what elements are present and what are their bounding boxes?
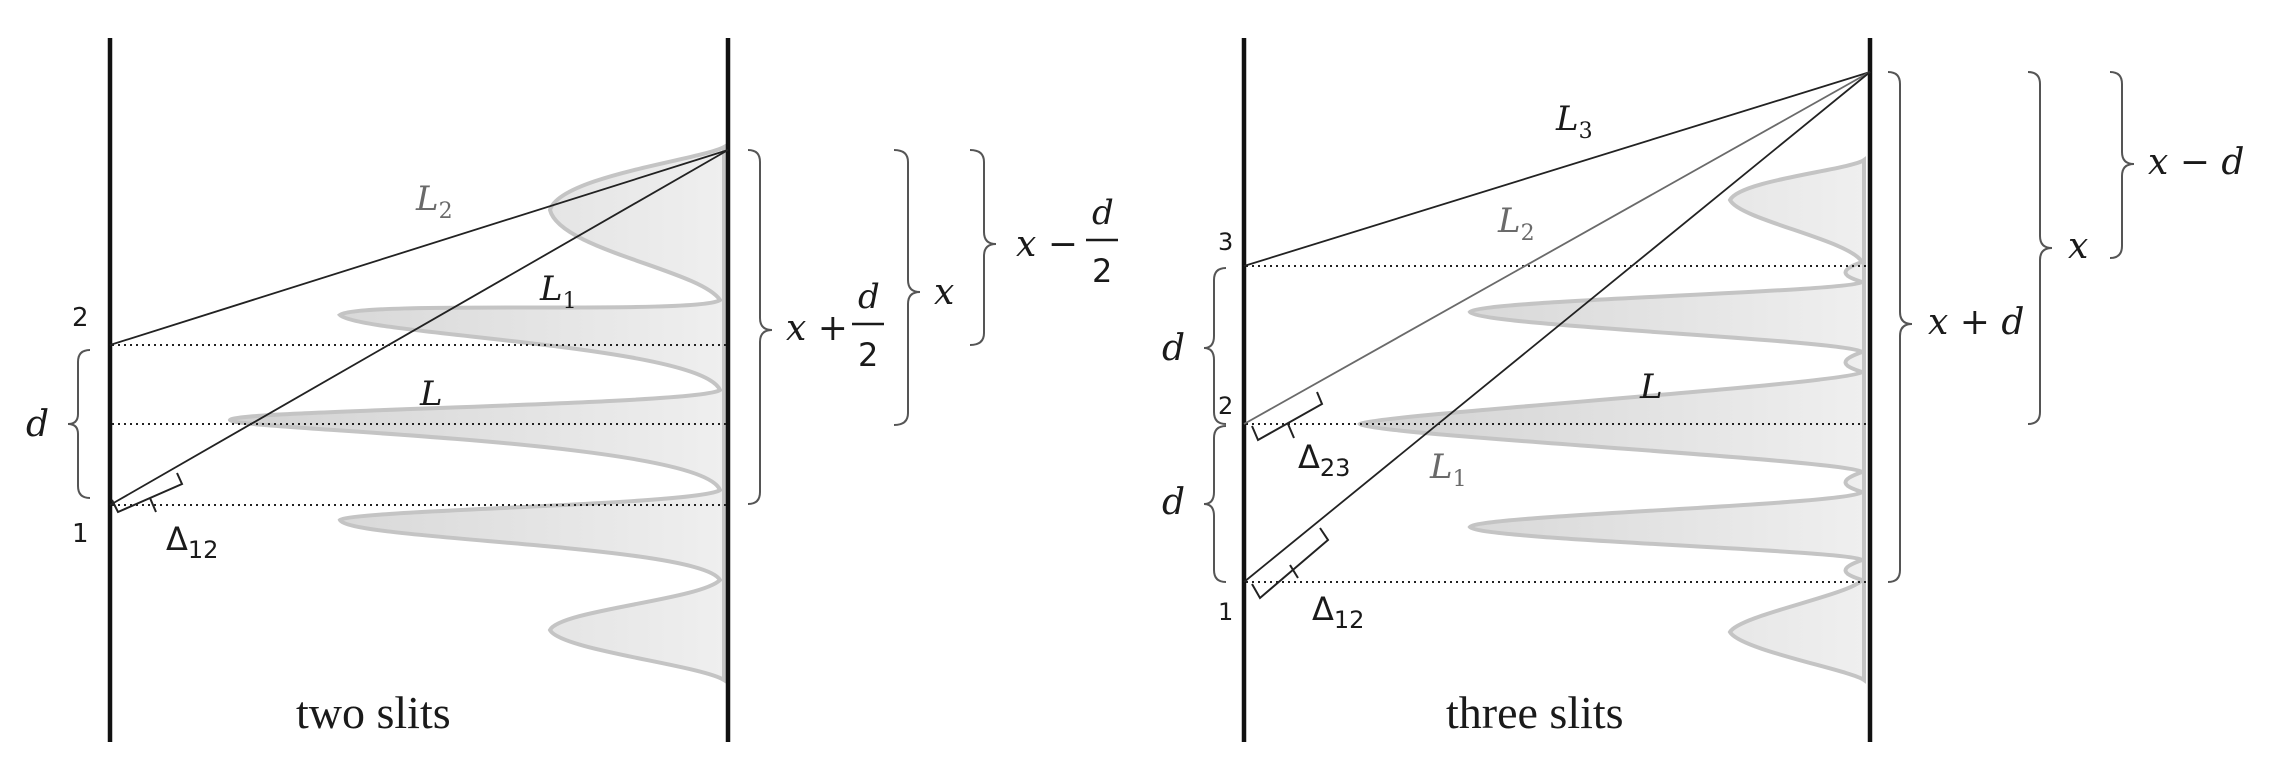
- slit-2-label: 2: [72, 303, 89, 333]
- ray-L1: [109, 149, 729, 506]
- L-label-r: L: [1639, 367, 1663, 407]
- delta12-tick-r: [1289, 564, 1299, 579]
- three-slit-intensity-pattern: [1357, 156, 1867, 684]
- x-minus-d-brace: [2109, 71, 2135, 259]
- d-brace: [67, 349, 91, 499]
- L1-label: L1: [539, 269, 577, 314]
- delta23-bracket: [1251, 391, 1324, 442]
- L2-label: L2: [415, 179, 453, 224]
- three-slit-panel: 3 2 1 d d L3 L2 L L1 Δ23 Δ12 x + d x x −…: [1162, 38, 2244, 742]
- d-upper-label: d: [1162, 328, 1185, 369]
- L3-label: L3: [1555, 99, 1593, 144]
- x-plus-label: x +: [786, 308, 848, 349]
- L1-label-r: L1: [1429, 447, 1467, 492]
- two-slit-panel: 2 1 d L2 L1 L Δ12 x + d 2 x x − d 2 two …: [26, 38, 1118, 742]
- three-slits-caption: three slits: [1446, 687, 1624, 738]
- L-label: L: [419, 374, 443, 414]
- L2-label-r: L2: [1497, 201, 1535, 246]
- x-minus-label: x −: [1016, 224, 1078, 265]
- ray-L3: [1243, 71, 1871, 267]
- delta23-label: Δ23: [1298, 438, 1350, 482]
- d-lower-label: d: [1162, 482, 1185, 523]
- slit-3-label: 3: [1218, 228, 1233, 256]
- d-upper-brace: [1203, 267, 1227, 425]
- slit-2-label-r: 2: [1218, 392, 1233, 420]
- x-plus-frac-num: d: [858, 277, 880, 317]
- delta12-bracket-r: [1251, 527, 1330, 600]
- x-minus-frac-num: d: [1092, 193, 1114, 233]
- x-label-r: x: [2068, 226, 2088, 267]
- x-brace: [893, 149, 921, 426]
- d-label: d: [26, 404, 49, 445]
- ray-L1-r: [1243, 71, 1871, 583]
- x-minus-d-label: x − d: [2148, 142, 2244, 183]
- two-slits-caption: two slits: [296, 687, 451, 738]
- x-plus-half-d-brace: [747, 149, 773, 505]
- delta23-tick: [1287, 423, 1295, 439]
- x-plus-frac-den: 2: [858, 336, 878, 374]
- d-lower-brace: [1203, 425, 1227, 583]
- delta12-bracket: [111, 472, 184, 514]
- delta12-label: Δ12: [166, 520, 218, 564]
- ray-L2: [109, 149, 729, 346]
- x-minus-frac-den: 2: [1092, 252, 1112, 290]
- x-label: x: [934, 272, 954, 313]
- delta12-tick: [149, 497, 157, 513]
- delta12-label-r: Δ12: [1312, 590, 1364, 634]
- slit-1-label: 1: [72, 519, 89, 549]
- x-plus-d-brace: [1887, 71, 1913, 583]
- slit-1-label-r: 1: [1218, 598, 1233, 626]
- x-plus-d-label: x + d: [1928, 302, 2024, 343]
- x-minus-half-d-brace: [969, 149, 997, 346]
- ray-L2-r: [1243, 71, 1871, 425]
- two-slit-intensity-pattern: [227, 143, 726, 684]
- x-brace-r: [2027, 71, 2053, 425]
